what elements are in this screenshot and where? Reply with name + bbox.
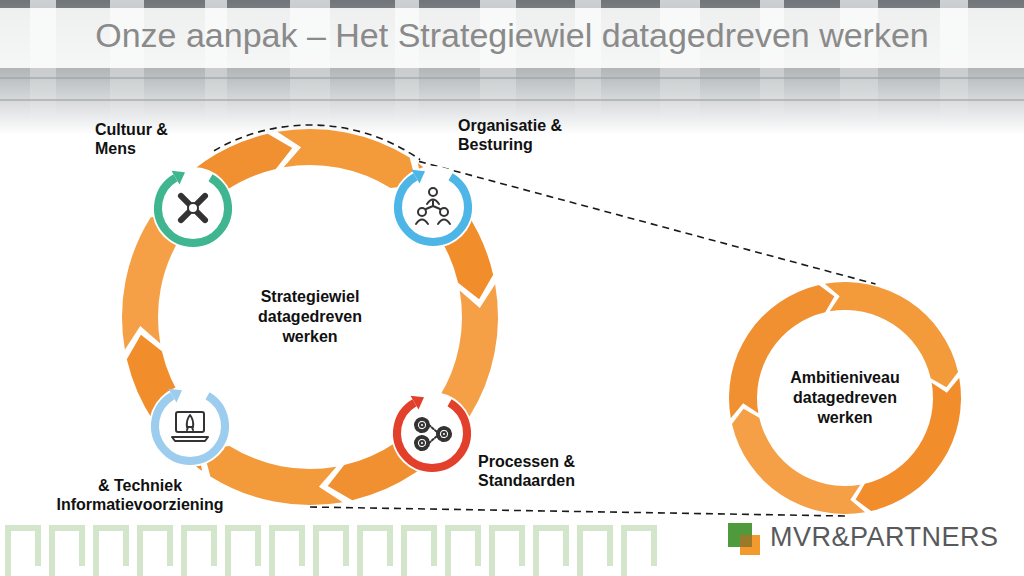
person-body: [438, 220, 450, 225]
pattern-hook: [228, 528, 258, 576]
pattern-hook: [404, 528, 434, 576]
icon-label: Organisatie & Besturing: [458, 116, 583, 154]
hand-arm: [181, 196, 189, 204]
pattern-hook: [492, 528, 522, 576]
pattern-hook: [52, 528, 82, 576]
icon-circle: Processen & Standaarden: [390, 391, 474, 475]
icon-label: Cultuur & Mens: [95, 120, 190, 158]
pattern-hook: [360, 528, 390, 576]
hand-arm: [181, 212, 189, 220]
cycle-arrowhead: [411, 396, 425, 410]
hand-arm: [197, 212, 205, 220]
wheel-label: Strategiewiel datagedreven werken: [245, 287, 375, 347]
pattern-hook: [140, 528, 170, 576]
building-beams: [0, 78, 1024, 100]
arrow-wheel: Ambitieniveau datagedreven werken: [727, 280, 963, 516]
node-outline: [151, 166, 235, 250]
logo-square-green: [728, 523, 752, 547]
pattern-hook: [536, 528, 566, 576]
beam: [0, 99, 1024, 101]
cycle-arc: [155, 396, 225, 461]
icon-disc: [392, 166, 474, 248]
pattern-hook: [8, 528, 38, 576]
icon-pictogram: [172, 412, 208, 441]
cycle-arc: [398, 177, 468, 242]
pattern-hook: [448, 528, 478, 576]
building-photo: [0, 0, 1024, 135]
pattern-hook: [316, 528, 346, 576]
laptop-base: [172, 437, 208, 441]
green-pattern: [8, 528, 654, 576]
node-outline: [148, 384, 232, 468]
laptop-screen: [176, 412, 204, 432]
dashed-connector: [310, 507, 845, 516]
hands-center: [188, 203, 198, 213]
icon-label: & Techniek Informatievoorziening: [45, 476, 235, 514]
icon-circle: & Techniek Informatievoorziening: [148, 384, 232, 468]
gear-teeth: [416, 437, 428, 449]
logo-square-overlap: [740, 535, 752, 547]
cycle-arc: [158, 178, 228, 243]
gear-hub: [442, 432, 446, 436]
person-head: [429, 188, 437, 196]
cycle-arrowhead: [169, 389, 183, 403]
icon-pictogram: [416, 419, 450, 449]
cycle-arrowhead: [172, 171, 186, 185]
icon-disc: [391, 392, 473, 474]
rocket: [187, 415, 193, 430]
ring-arrow-segment: [203, 446, 343, 505]
icon-disc: [149, 385, 231, 467]
cycle-arrowhead: [412, 170, 426, 184]
pattern-hook: [272, 528, 302, 576]
logo-square-orange: [740, 535, 760, 555]
gear-hub: [420, 423, 424, 427]
hand-arm: [197, 196, 205, 204]
org-links: [426, 201, 440, 209]
slide-title: Onze aanpak – Het Strategiewiel datagedr…: [95, 15, 929, 55]
pattern-hook: [96, 528, 126, 576]
pattern-hook: [580, 528, 610, 576]
person-body: [416, 220, 428, 225]
beam: [0, 77, 1024, 79]
wheel-label: Ambitieniveau datagedreven werken: [780, 368, 910, 428]
cycle-arc: [397, 403, 467, 468]
pattern-hook: [624, 528, 654, 576]
gear-teeth: [416, 419, 428, 431]
icon-disc: [152, 167, 234, 249]
gear-links: [429, 425, 437, 443]
icon-pictogram: [416, 188, 450, 224]
gear-teeth: [438, 428, 450, 440]
icon-circle: Cultuur & Mens: [151, 166, 235, 250]
node-outline: [390, 391, 474, 475]
title-band: [0, 8, 1024, 68]
icon-circle: Organisatie & Besturing: [391, 165, 475, 249]
person-head: [440, 208, 448, 216]
logo-wordmark: MVR&PARTNERS: [770, 521, 999, 553]
icon-label: Processen & Standaarden: [478, 452, 596, 490]
node-outline: [391, 165, 475, 249]
ring-arrow-segment: [277, 129, 417, 188]
person-head: [418, 208, 426, 216]
logo-mark: [728, 523, 760, 555]
gear-hub: [420, 441, 424, 445]
icon-pictogram: [181, 196, 205, 220]
pattern-hook: [184, 528, 214, 576]
